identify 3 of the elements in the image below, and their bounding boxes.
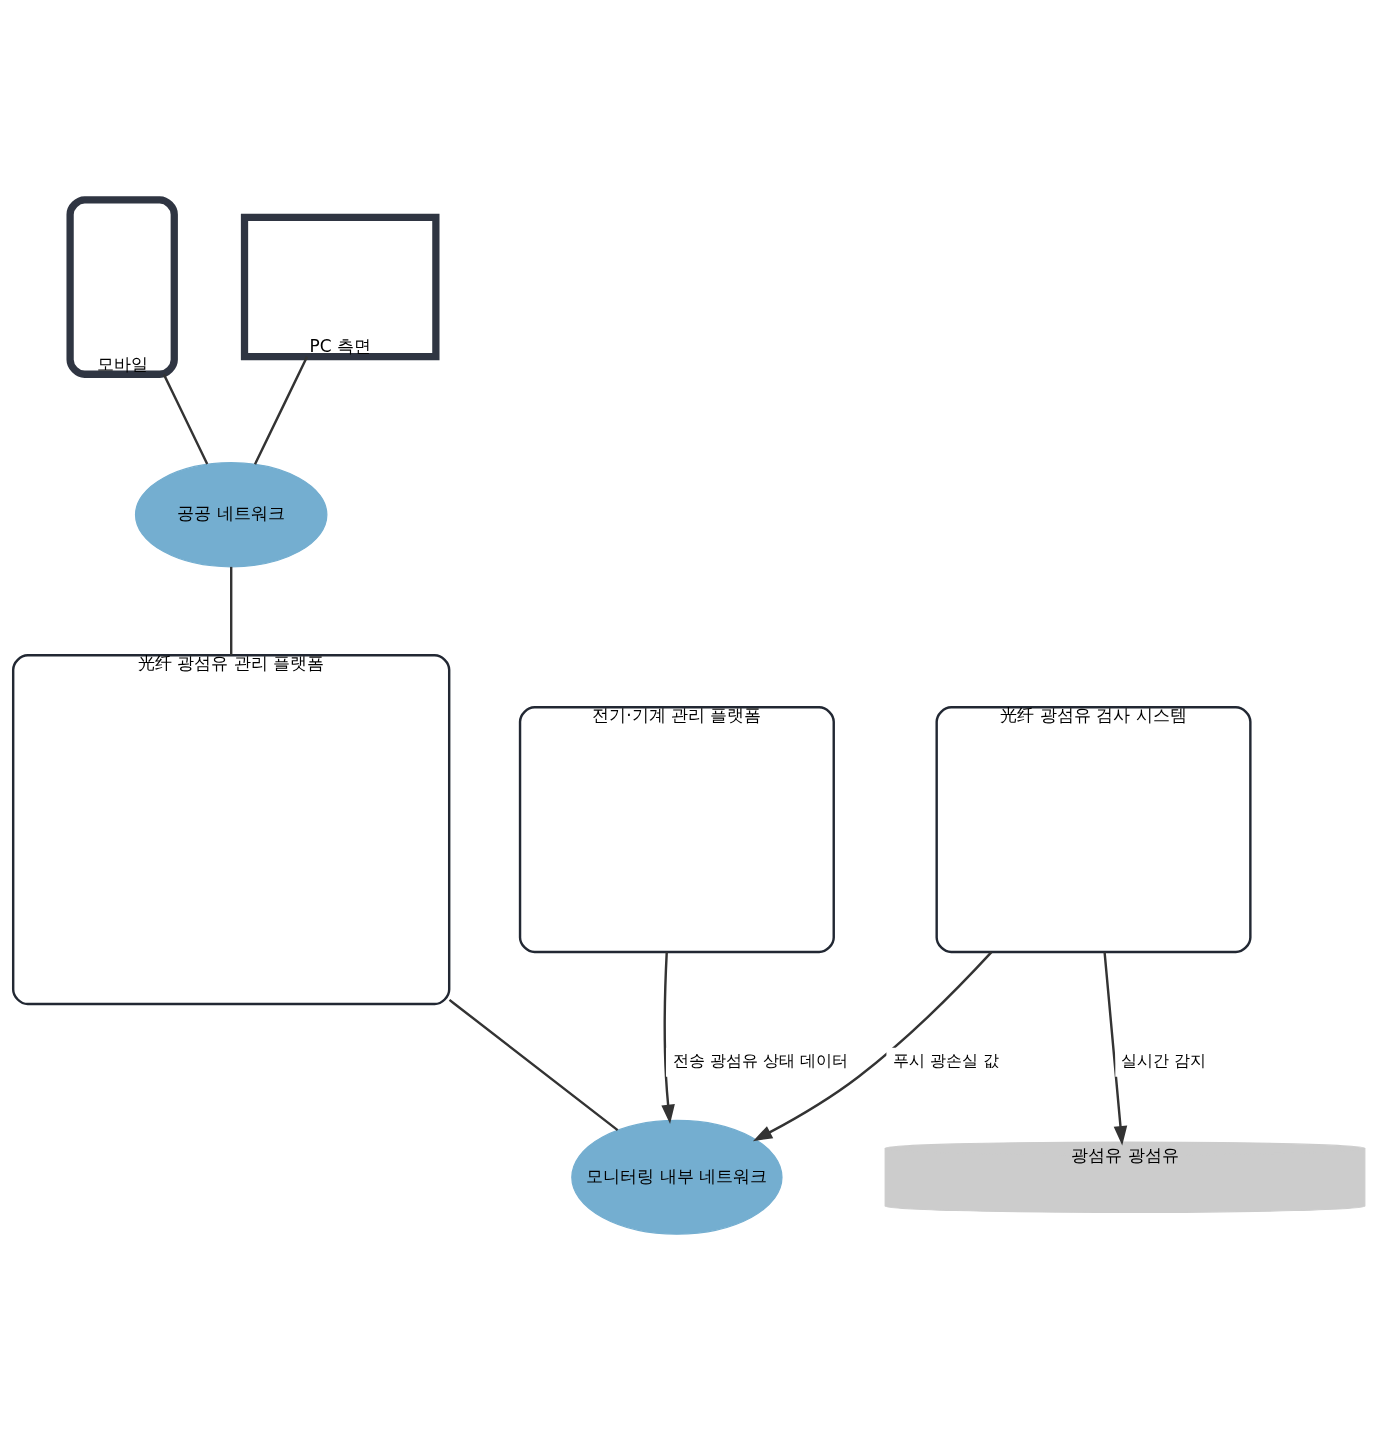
edge-label: 실시간 감지 <box>1121 1050 1207 1070</box>
edge-label: 푸시 광손실 값 <box>893 1050 1000 1070</box>
edge-label: 전송 광섬유 상태 데이터 <box>672 1050 848 1070</box>
